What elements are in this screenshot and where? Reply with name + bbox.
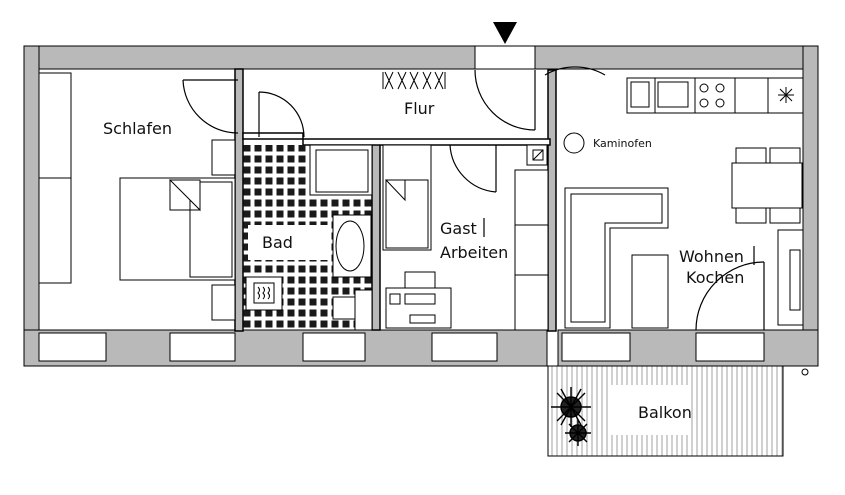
entrance-arrow-icon bbox=[493, 22, 517, 44]
stove-icon bbox=[699, 83, 725, 108]
room-label-bad: Bad bbox=[262, 233, 293, 252]
sink-icon bbox=[335, 220, 365, 272]
room-label-arbeiten: Arbeiten bbox=[440, 243, 508, 262]
balcony bbox=[547, 365, 784, 457]
bedroom-furniture bbox=[38, 72, 236, 321]
living-kitchen-furniture bbox=[563, 77, 809, 376]
room-label-schlafen: Schlafen bbox=[103, 119, 172, 138]
bathroom bbox=[243, 144, 373, 331]
fixture-label-kaminofen: Kaminofen bbox=[593, 137, 652, 150]
doors bbox=[182, 66, 765, 331]
room-label-balkon: Balkon bbox=[638, 403, 692, 422]
room-label-gast: Gast bbox=[440, 219, 477, 238]
room-label-wohnen: Wohnen bbox=[679, 247, 744, 266]
room-label-kochen: Kochen bbox=[686, 268, 744, 287]
plant-icon bbox=[551, 387, 591, 446]
room-label-flur: Flur bbox=[404, 99, 435, 118]
guest-room-furniture bbox=[382, 144, 549, 331]
kaminofen-icon bbox=[563, 132, 585, 154]
entrance bbox=[474, 22, 536, 70]
interior-walls bbox=[234, 68, 557, 332]
fan-heater-icon bbox=[253, 282, 275, 304]
wardrobe bbox=[382, 71, 446, 90]
